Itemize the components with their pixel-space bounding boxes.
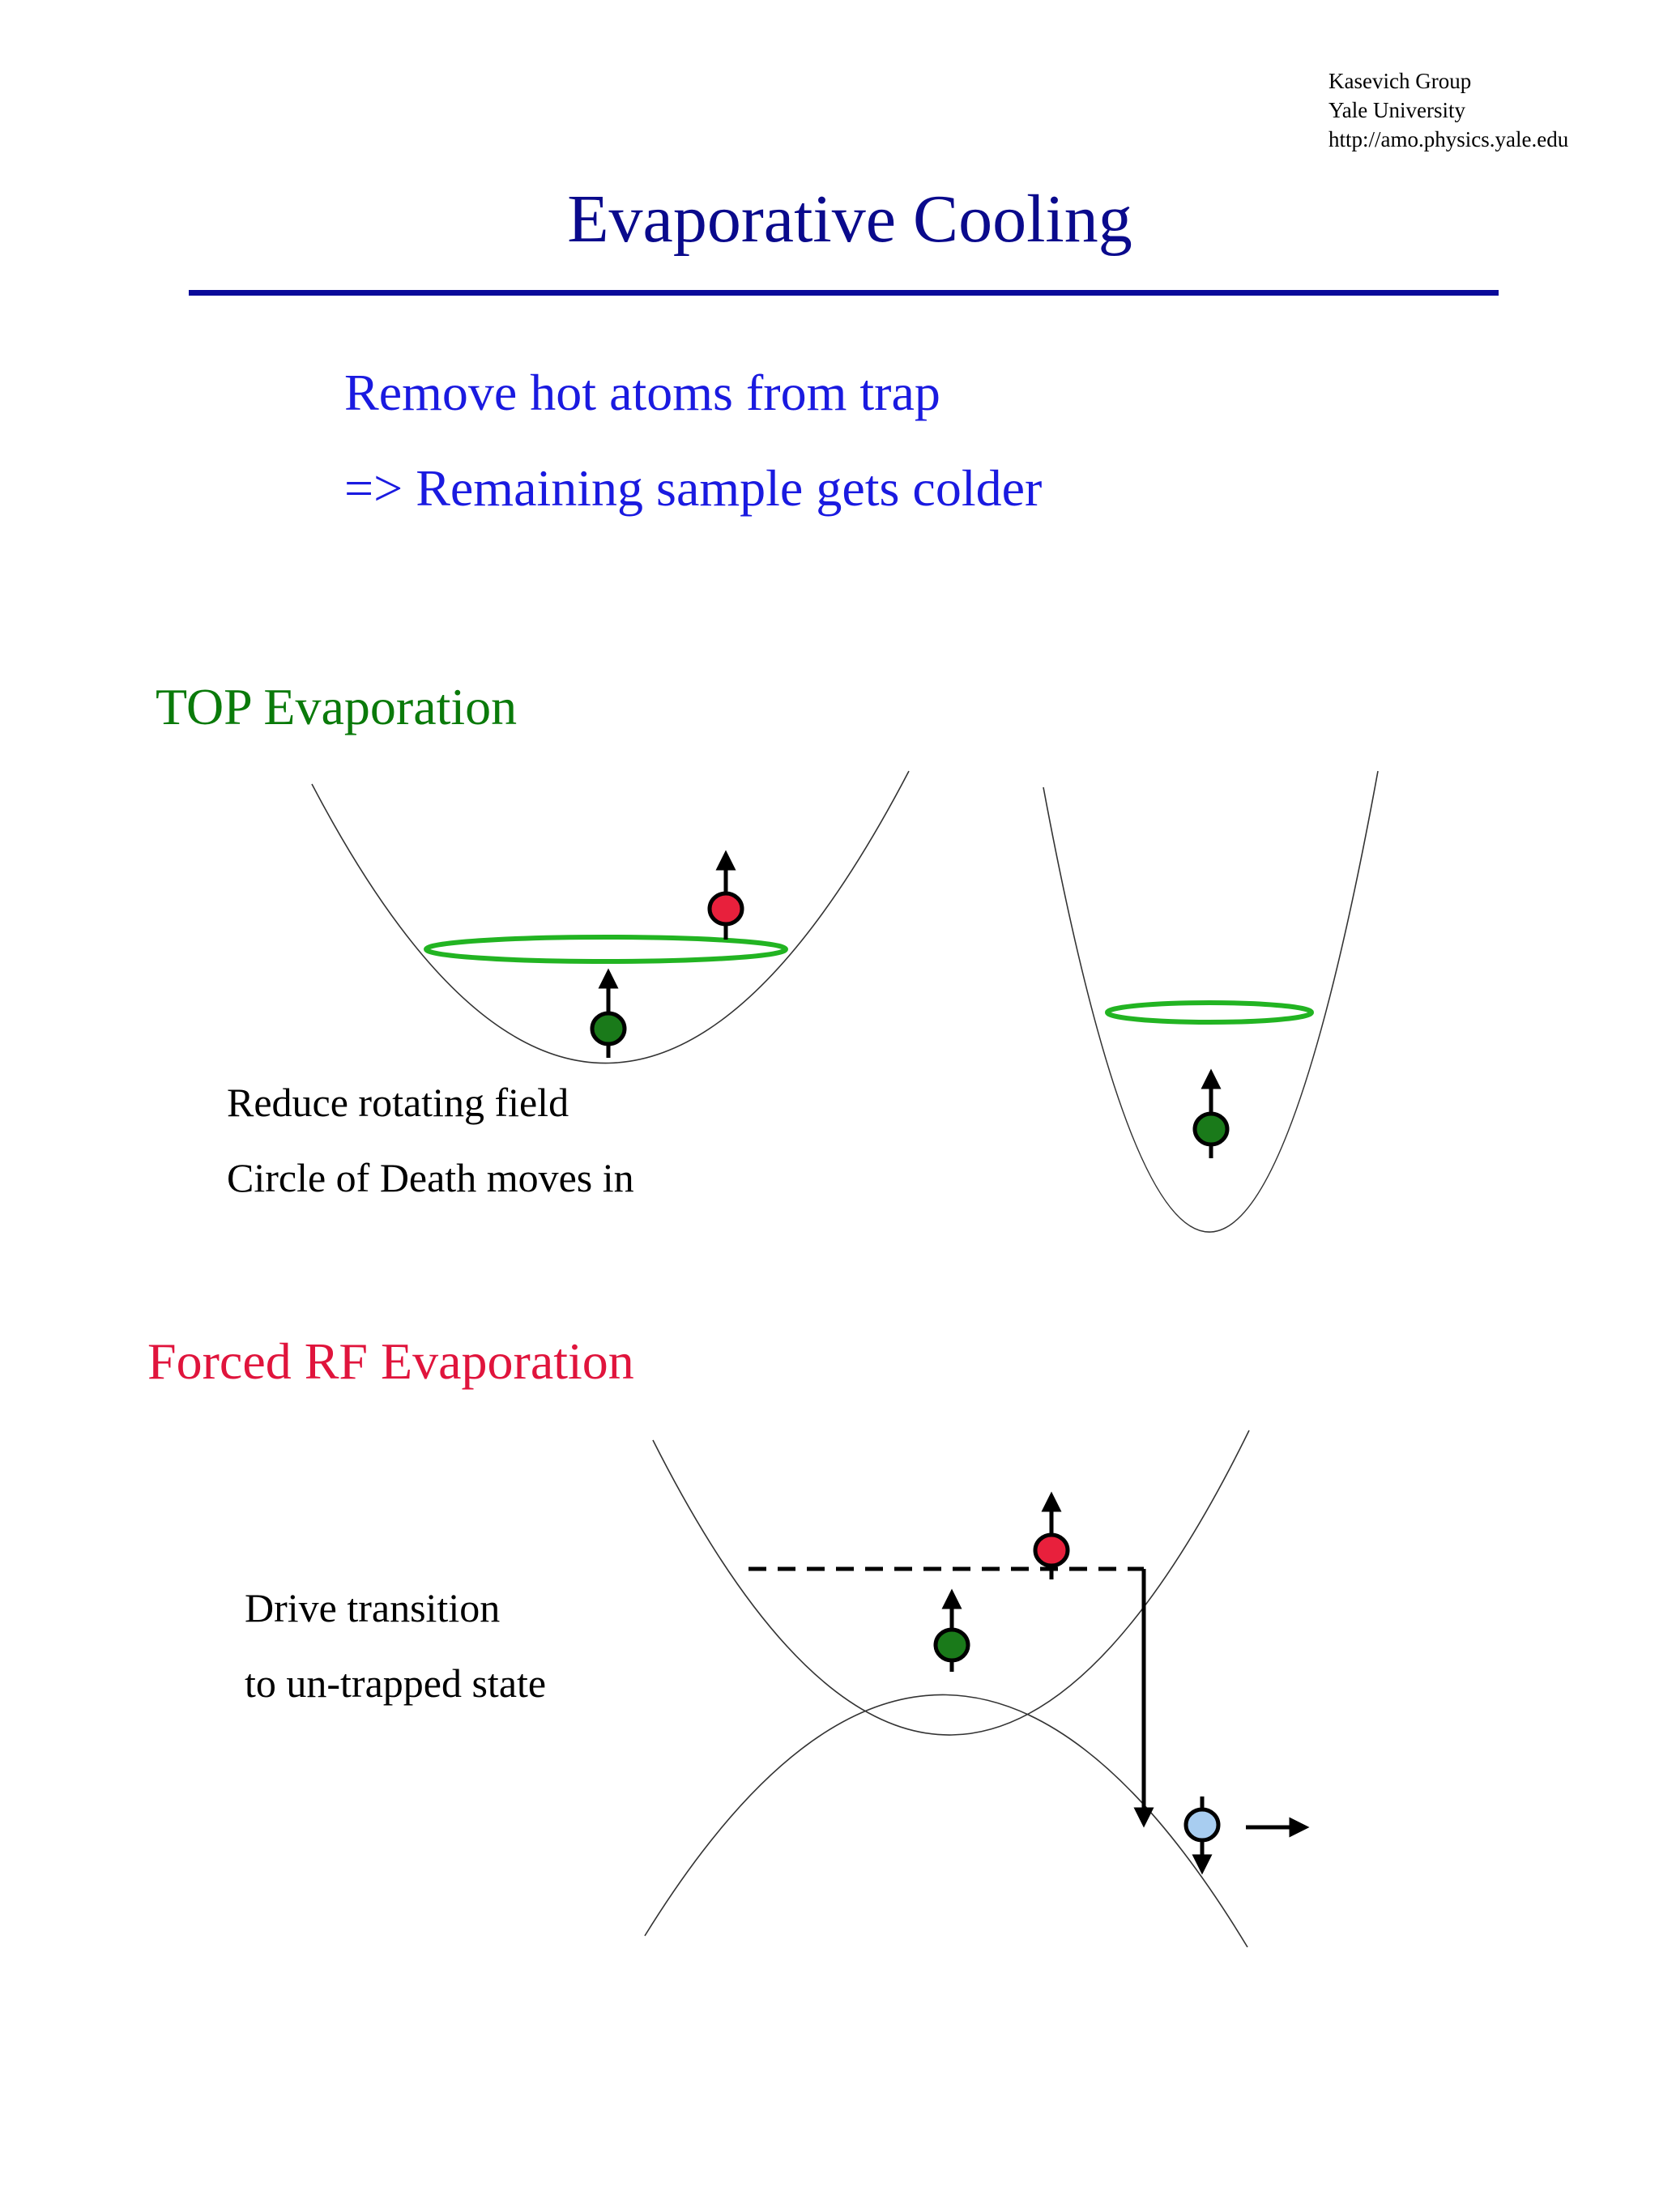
- header-line-url: http://amo.physics.yale.edu: [1328, 127, 1569, 151]
- top-wide-death-circle: [424, 935, 788, 964]
- top-narrow-cold-atom: [1192, 1068, 1230, 1158]
- top-wide-hot-atom: [707, 850, 744, 940]
- page-title: Evaporative Cooling: [567, 181, 1132, 257]
- rf-caption-line-1: Drive transition: [245, 1585, 501, 1630]
- top-evaporation-heading: TOP Evaporation: [156, 678, 518, 735]
- rf-cold-atom: [933, 1588, 970, 1672]
- rf-trapped-potential: [652, 1430, 1250, 1736]
- header-line-group: Kasevich Group: [1328, 69, 1472, 93]
- rf-untrapped-atom: [1183, 1796, 1221, 1875]
- intro-line-2: => Remaining sample gets colder: [344, 459, 1043, 517]
- top-narrow-death-circle: [1105, 1000, 1314, 1025]
- rf-untrapped-potential: [644, 1694, 1248, 1948]
- top-caption-line-2: Circle of Death moves in: [227, 1155, 634, 1200]
- top-caption-line-1: Reduce rotating field: [227, 1080, 569, 1125]
- title-underline: [189, 290, 1499, 296]
- rf-hot-atom: [1033, 1491, 1070, 1579]
- header-line-university: Yale University: [1328, 98, 1466, 122]
- top-narrow-trap-potential: [1043, 770, 1379, 1233]
- rf-diagram: [644, 1430, 1310, 1948]
- rf-caption-line-2: to un-trapped state: [245, 1660, 547, 1706]
- top-trap-narrow: [1043, 770, 1379, 1233]
- rf-evaporation-heading: Forced RF Evaporation: [147, 1332, 634, 1390]
- top-trap-wide: [311, 770, 910, 1064]
- intro-line-1: Remove hot atoms from trap: [344, 364, 940, 421]
- top-wide-trap-potential: [311, 770, 910, 1064]
- top-wide-cold-atom: [590, 968, 627, 1058]
